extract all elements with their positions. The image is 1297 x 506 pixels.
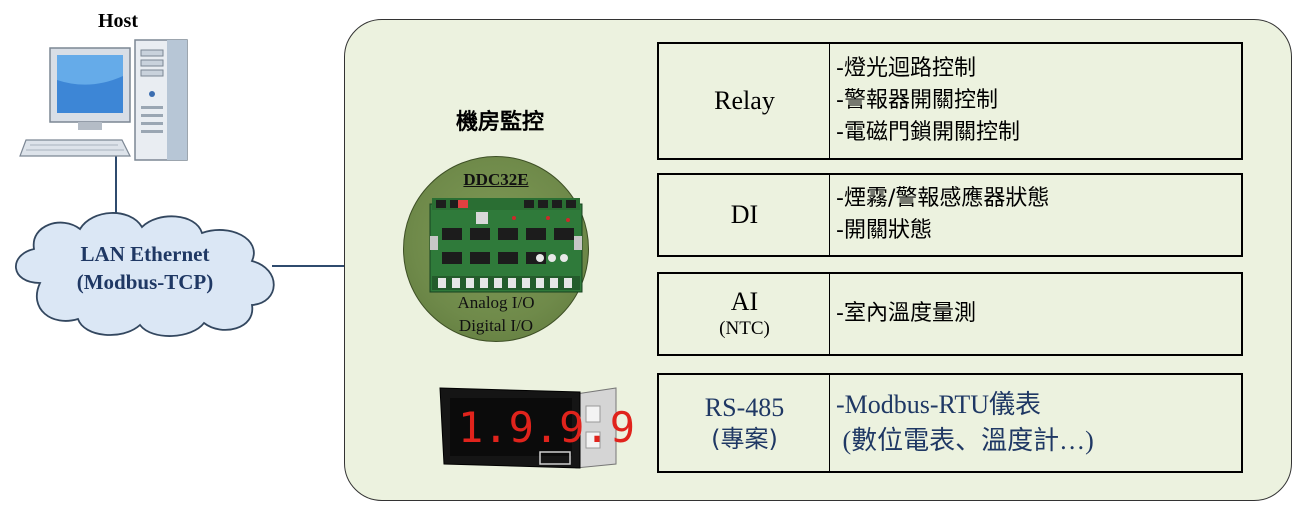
controller-io-digital: Digital I/O [458,316,534,335]
row-relay-description: -燈光迴路控制 -警報器開關控制 -電磁門鎖開關控制 [829,42,1243,160]
row-relay-label: Relay [657,42,831,160]
row-sublabel: (NTC) [719,318,770,339]
row-desc-line: -電磁門鎖開關控制 [836,120,1020,145]
network-label: LAN Ethernet (Modbus-TCP) [20,240,270,296]
row-desc-line: -燈光迴路控制 [836,56,976,81]
cloud-icon [15,212,275,337]
controller-io-analog: Analog I/O [457,293,535,312]
row-label: Relay [714,86,775,115]
row-desc-line: -Modbus-RTU儀表 [836,390,1041,419]
network-label-line1: LAN Ethernet [80,242,210,266]
row-rs485-description: -Modbus-RTU儀表 (數位電表、溫度計…) [829,373,1243,473]
network-label-line2: (Modbus-TCP) [76,270,214,294]
row-desc-line: (數位電表、溫度計…) [836,426,1094,455]
desktop-computer-icon [19,39,188,161]
row-rs485-label: RS-485 (專案) [657,373,831,473]
row-desc-line: -警報器開關控制 [836,88,998,113]
host-label: Host [98,10,138,32]
row-desc-line: -室內溫度量測 [836,301,976,326]
digital-panel-meter-icon: 1.9.9.9 [439,387,635,469]
row-label: RS-485 [704,393,785,422]
row-sublabel: (專案) [711,425,778,453]
row-desc-line: -煙霧/警報感應器狀態 [836,186,1050,211]
row-ai-description: -室內溫度量測 [829,272,1243,356]
meter-display-digits: 1.9.9.9 [458,403,635,452]
row-ai-label: AI (NTC) [657,272,831,356]
row-label: DI [730,200,759,229]
row-desc-line: -開關狀態 [836,218,932,243]
row-di-description: -煙霧/警報感應器狀態 -開關狀態 [829,173,1243,257]
controller-model: DDC32E [463,170,529,189]
circuit-board-icon [429,198,583,293]
row-label: AI [730,287,759,316]
room-title: 機房監控 [455,110,544,135]
row-di-label: DI [657,173,831,257]
